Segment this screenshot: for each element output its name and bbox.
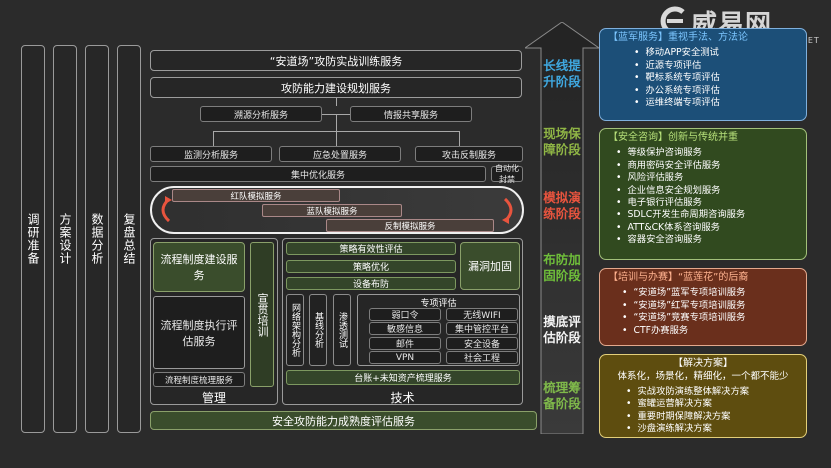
process-build-box: 流程制度建设服务 <box>153 242 245 292</box>
panel-list: “安道场”蓝军专项培训服务 “安道场”红军专项培训服务 “安道场”竞赛专项培训服… <box>608 287 798 337</box>
list-item: 蜜罐运营解决方案 <box>626 398 798 410</box>
panel-subtitle: 体系化，场景化，精细化，一个都不能少 <box>617 371 789 383</box>
list-item: SDLC开发生命周期咨询服务 <box>616 209 798 221</box>
promotion-training-box: 宣贯培训 <box>250 242 274 387</box>
promotion-training-label: 宣贯培训 <box>256 292 269 337</box>
list-item: 重要时期保障解决方案 <box>626 411 798 423</box>
left-column-label: 方案设计 <box>58 213 72 265</box>
left-column-label: 复盘总结 <box>122 213 136 265</box>
list-item: 靶标系统专项评估 <box>634 72 798 84</box>
list-item: 电子银行评估服务 <box>616 197 798 209</box>
vuln-hardening-box: 漏洞加固 <box>460 242 520 290</box>
list-item: 近源专项评估 <box>634 60 798 72</box>
assess-item: 安全设备 <box>446 337 518 350</box>
special-assess-title: 专项评估 <box>420 299 457 309</box>
list-item: 商用密码安全评估服务 <box>616 160 798 172</box>
left-column-plan: 方案设计 <box>53 45 77 433</box>
assess-item: 无线WIFI <box>446 308 518 321</box>
emergency-response-box: 应急处置服务 <box>279 146 401 162</box>
list-item: “安道场”蓝军专项培训服务 <box>622 287 798 299</box>
policy-eval-box: 策略有效性评估 <box>286 242 456 255</box>
list-item: 沙盘演练解决方案 <box>626 423 798 435</box>
process-sort-box: 流程制度梳理服务 <box>153 372 245 387</box>
stage-label: 模拟演练阶段 <box>543 190 581 221</box>
panel-title: 【解决方案】 <box>673 358 733 369</box>
list-item: 实战攻防演练整体解决方案 <box>626 386 798 398</box>
list-item: 移动APP安全测试 <box>634 47 798 59</box>
maturity-assess-box: 安全攻防能力成熟度评估服务 <box>150 411 537 430</box>
assess-item: 敏感信息 <box>369 322 441 335</box>
monitor-analysis-box: 监测分析服务 <box>150 146 272 162</box>
baseline-label: 基线分析 <box>313 312 323 348</box>
list-item: CTF办赛服务 <box>622 325 798 337</box>
connector-line <box>336 114 337 131</box>
assess-item: 邮件 <box>369 337 441 350</box>
cycle-arrow-right-icon <box>502 197 513 224</box>
blue-team-panel: 【蓝军服务】重视手法、方法论 移动APP安全测试 近源专项评估 靶标系统专项评估… <box>599 28 807 121</box>
red-team-sim-box: 红队模拟服务 <box>172 189 340 202</box>
panel-list: 实战攻防演练整体解决方案 蜜罐运营解决方案 重要时期保障解决方案 沙盘演练解决方… <box>608 386 798 436</box>
process-eval-box: 流程制度执行评估服务 <box>153 296 245 369</box>
list-item: 容器安全咨询服务 <box>616 234 798 246</box>
pentest-label: 渗透测试 <box>337 312 347 348</box>
stage-label: 摸底评估阶段 <box>543 314 581 345</box>
list-item: 风险评估服务 <box>616 172 798 184</box>
stage-label: 长线提升阶段 <box>543 58 581 89</box>
training-panel: 【培训与办赛】“蓝莲花”的后裔 “安道场”蓝军专项培训服务 “安道场”红军专项培… <box>599 268 807 346</box>
panel-title: 【安全咨询】创新与传统并重 <box>608 132 738 143</box>
device-deploy-box: 设备布防 <box>286 277 456 290</box>
assess-item: 社会工程 <box>446 351 518 364</box>
consulting-panel: 【安全咨询】创新与传统并重 等级保护咨询服务 商用密码安全评估服务 风险评估服务… <box>599 128 807 260</box>
network-arch-label: 网络架构分析 <box>290 303 300 357</box>
list-item: 办公系统专项评估 <box>634 85 798 97</box>
counter-attack-box: 攻击反制服务 <box>415 146 523 162</box>
connector-line <box>336 98 337 106</box>
panel-title: 【培训与办赛】“蓝莲花”的后裔 <box>608 272 749 283</box>
connector-line <box>459 131 460 146</box>
left-column-label: 数据分析 <box>90 213 104 265</box>
counter-sim-box: 反制模拟服务 <box>326 219 494 232</box>
baseline-box: 基线分析 <box>309 294 327 366</box>
training-service-box: “安道场”攻防实战训练服务 <box>150 50 522 71</box>
policy-optimize-box: 策略优化 <box>286 260 456 273</box>
panel-list: 等级保护咨询服务 商用密码安全评估服务 风险评估服务 企业信息安全规划服务 电子… <box>608 147 798 246</box>
technology-label: 技术 <box>390 391 415 405</box>
panel-title: 【蓝军服务】重视手法、方法论 <box>608 32 748 43</box>
auto-block-box: 自动化封禁 <box>491 164 523 184</box>
network-arch-box: 网络架构分析 <box>286 294 304 366</box>
pentest-box: 渗透测试 <box>333 294 351 366</box>
left-column-data: 数据分析 <box>85 45 109 433</box>
assess-item: VPN <box>369 351 441 364</box>
connector-line <box>213 131 214 146</box>
intel-share-box: 情报共享服务 <box>350 106 472 122</box>
ledger-asset-box: 台账+未知资产梳理服务 <box>286 370 520 385</box>
assess-item: 弱口令 <box>369 308 441 321</box>
list-item: “安道场”红军专项培训服务 <box>622 300 798 312</box>
list-item: 运维终端专项评估 <box>634 97 798 109</box>
left-column-review: 复盘总结 <box>117 45 141 433</box>
stage-label: 布防加固阶段 <box>543 252 581 283</box>
stage-arrow-icon <box>525 22 599 434</box>
list-item: ATT&CK体系咨询服务 <box>616 222 798 234</box>
management-label: 管理 <box>201 391 226 405</box>
trace-analysis-box: 溯源分析服务 <box>200 106 322 122</box>
cycle-arrow-left-icon <box>161 196 172 223</box>
left-column-label: 调研准备 <box>26 213 40 265</box>
connector-line <box>336 131 337 146</box>
central-optimize-box: 集中优化服务 <box>150 166 486 182</box>
list-item: 等级保护咨询服务 <box>616 147 798 159</box>
planning-service-box: 攻防能力建设规划服务 <box>150 77 522 98</box>
stage-label: 现场保障阶段 <box>543 126 581 157</box>
stage-label: 梳理筹备阶段 <box>543 380 581 411</box>
list-item: 企业信息安全规划服务 <box>616 185 798 197</box>
blue-team-sim-box: 蓝队模拟服务 <box>262 204 402 217</box>
left-column-research: 调研准备 <box>21 45 45 433</box>
panel-list: 移动APP安全测试 近源专项评估 靶标系统专项评估 办公系统专项评估 运维终端专… <box>608 47 798 109</box>
solutions-panel: 【解决方案】 体系化，场景化，精细化，一个都不能少 实战攻防演练整体解决方案 蜜… <box>599 354 807 438</box>
list-item: “安道场”竞赛专项培训服务 <box>622 312 798 324</box>
assess-item: 集中管控平台 <box>446 322 518 335</box>
